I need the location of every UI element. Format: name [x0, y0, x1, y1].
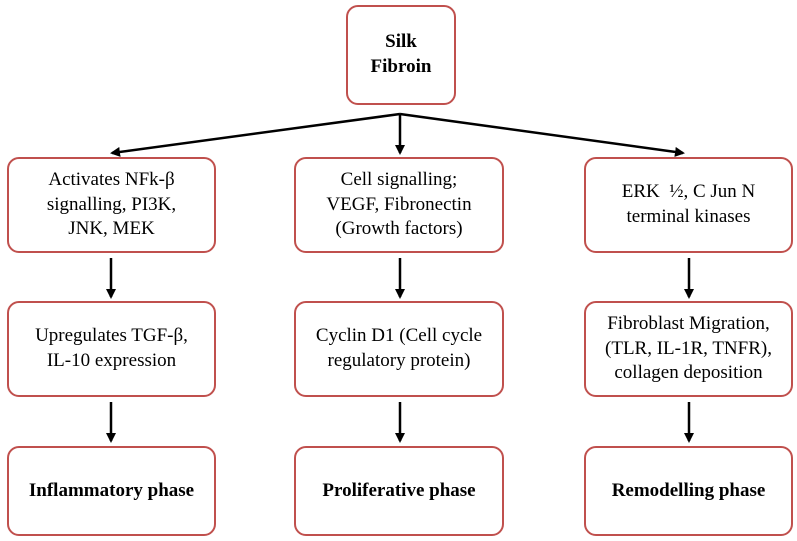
col2-phase-box: Proliferative phase: [294, 446, 504, 536]
col3-effect-line-1: Fibroblast Migration,: [607, 312, 770, 334]
col3-effect-box: Fibroblast Migration, (TLR, IL-1R, TNFR)…: [584, 301, 793, 397]
root-line-1: Silk: [385, 31, 417, 53]
col1-phase-label: Inflammatory phase: [28, 479, 195, 501]
col3-phase-box: Remodelling phase: [584, 446, 793, 536]
col1-effect-line-1: Upregulates TGF-β,: [35, 325, 188, 347]
col1-effect-box: Upregulates TGF-β, IL-10 expression: [7, 301, 216, 397]
col3-effect-line-2: (TLR, IL-1R, TNFR),: [605, 337, 772, 359]
col2-effect-box: Cyclin D1 (Cell cycle regulatory protein…: [294, 301, 504, 397]
col2-effect-line-1: Cyclin D1 (Cell cycle: [315, 325, 483, 347]
col1-phase-box: Inflammatory phase: [7, 446, 216, 536]
col2-mechanism-line-1: Cell signalling;: [340, 168, 458, 190]
col2-mechanism-line-2: VEGF, Fibronectin: [326, 193, 472, 215]
col3-mechanism-line-2: terminal kinases: [626, 206, 751, 227]
arrow-root-to-col1: [110, 112, 401, 157]
root-box-silk-fibroin: Silk Fibroin: [346, 5, 456, 105]
col2-effect-line-2: regulatory protein): [327, 350, 471, 371]
col3-mechanism-line-1: ERK ½, C Jun N: [621, 181, 756, 203]
col2-mechanism-box: Cell signalling; VEGF, Fibronectin (Grow…: [294, 157, 504, 253]
col3-phase-label: Remodelling phase: [611, 479, 766, 501]
arrow-root-to-col3: [399, 112, 685, 157]
col3-effect-line-3: collagen deposition: [614, 362, 763, 384]
col2-mechanism-line-3: (Growth factors): [335, 218, 463, 240]
col1-mechanism-line-2: signalling, PI3K,: [46, 193, 177, 215]
col1-mechanism-line-1: Activates NFk-β: [48, 168, 175, 190]
col1-mechanism-box: Activates NFk-β signalling, PI3K, JNK, M…: [7, 157, 216, 253]
col1-effect-line-2: IL-10 expression: [46, 350, 177, 371]
root-line-2: Fibroin: [370, 56, 432, 77]
col1-mechanism-line-3: JNK, MEK: [68, 218, 155, 240]
col3-mechanism-box: ERK ½, C Jun N terminal kinases: [584, 157, 793, 253]
col2-phase-label: Proliferative phase: [322, 479, 476, 501]
